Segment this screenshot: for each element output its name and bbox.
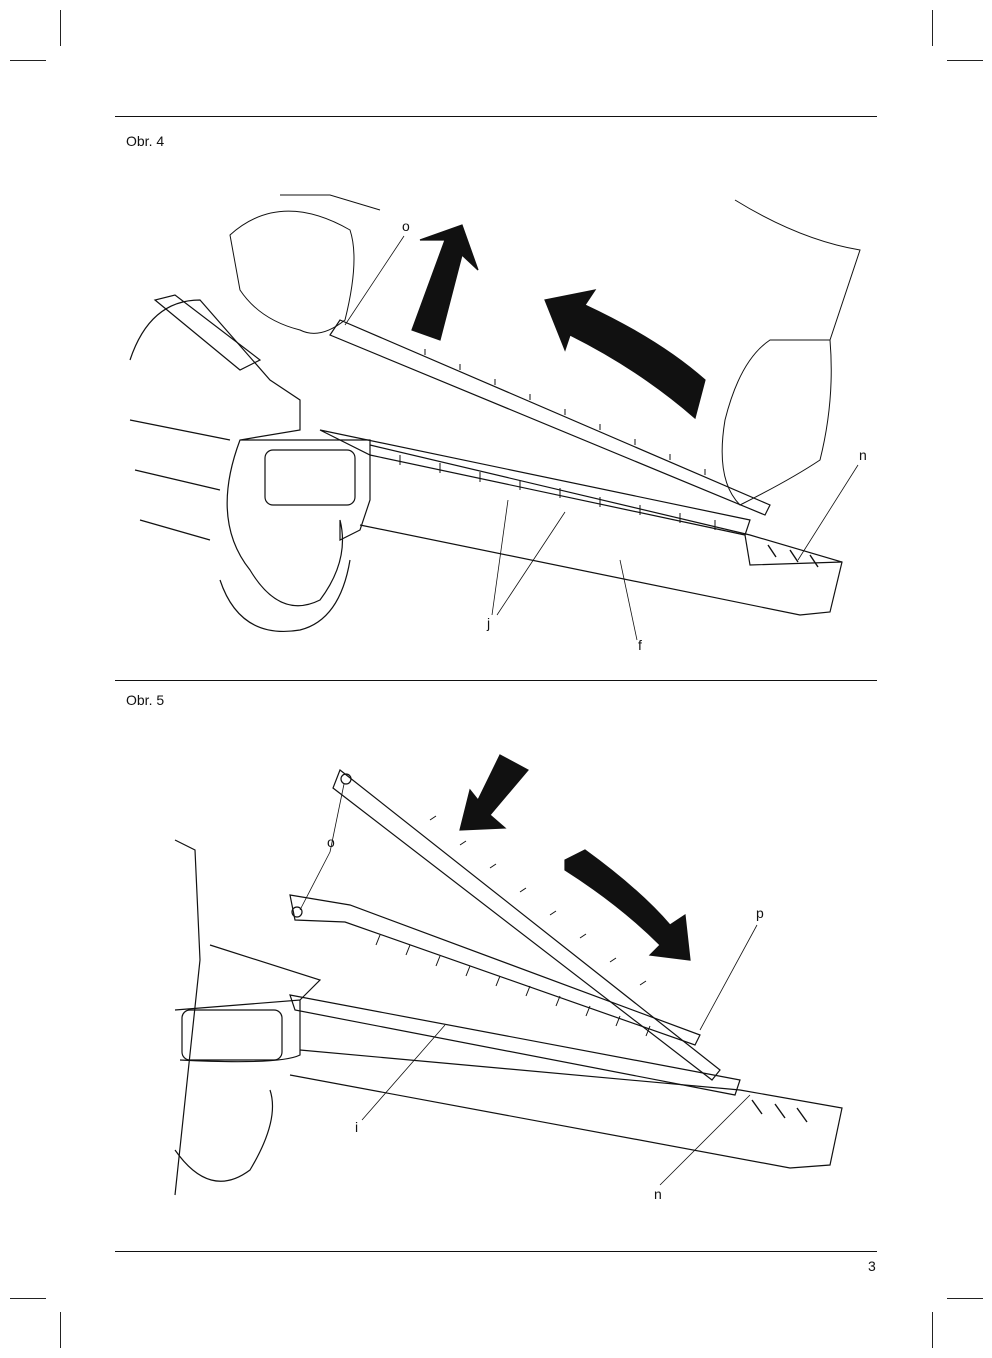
callout-n: n [654, 1186, 662, 1202]
callout-o: o [327, 834, 335, 850]
callout-p: p [756, 905, 764, 921]
divider-bottom [115, 1251, 877, 1252]
curved-arrow-icon [564, 849, 691, 961]
callout-n: n [859, 447, 867, 463]
divider-middle [115, 680, 877, 681]
arrow-down-icon [459, 754, 529, 831]
crop-mark [60, 1312, 61, 1348]
divider-top [115, 116, 877, 117]
right-hand [721, 199, 861, 506]
blade-guard-f [359, 444, 843, 616]
hedge-trimmer-body-fig4 [129, 294, 371, 632]
blade-guard [289, 1049, 843, 1169]
left-hand [229, 210, 355, 334]
callout-o: o [402, 218, 410, 234]
crop-mark [947, 60, 983, 61]
blade-upper [332, 769, 721, 1081]
page-number: 3 [868, 1258, 876, 1274]
curved-arrow-icon [544, 289, 706, 420]
crop-mark [932, 10, 933, 46]
blade-lower [289, 994, 741, 1096]
callout-f: f [638, 637, 642, 653]
crop-mark [947, 1298, 983, 1299]
callout-j: j [487, 615, 491, 631]
blade-middle [289, 894, 701, 1046]
blade-upper [329, 319, 771, 516]
figure-5-label: Obr. 5 [126, 692, 165, 708]
crop-mark [932, 1312, 933, 1348]
figure-4-label: Obr. 4 [126, 133, 165, 149]
crop-mark [10, 1298, 46, 1299]
hedge-trimmer-body-fig5 [174, 839, 322, 1196]
arrow-up-icon [411, 224, 479, 341]
crop-mark [10, 60, 46, 61]
callout-i: i [355, 1119, 359, 1135]
blade-lower [319, 429, 751, 536]
crop-mark [60, 10, 61, 46]
